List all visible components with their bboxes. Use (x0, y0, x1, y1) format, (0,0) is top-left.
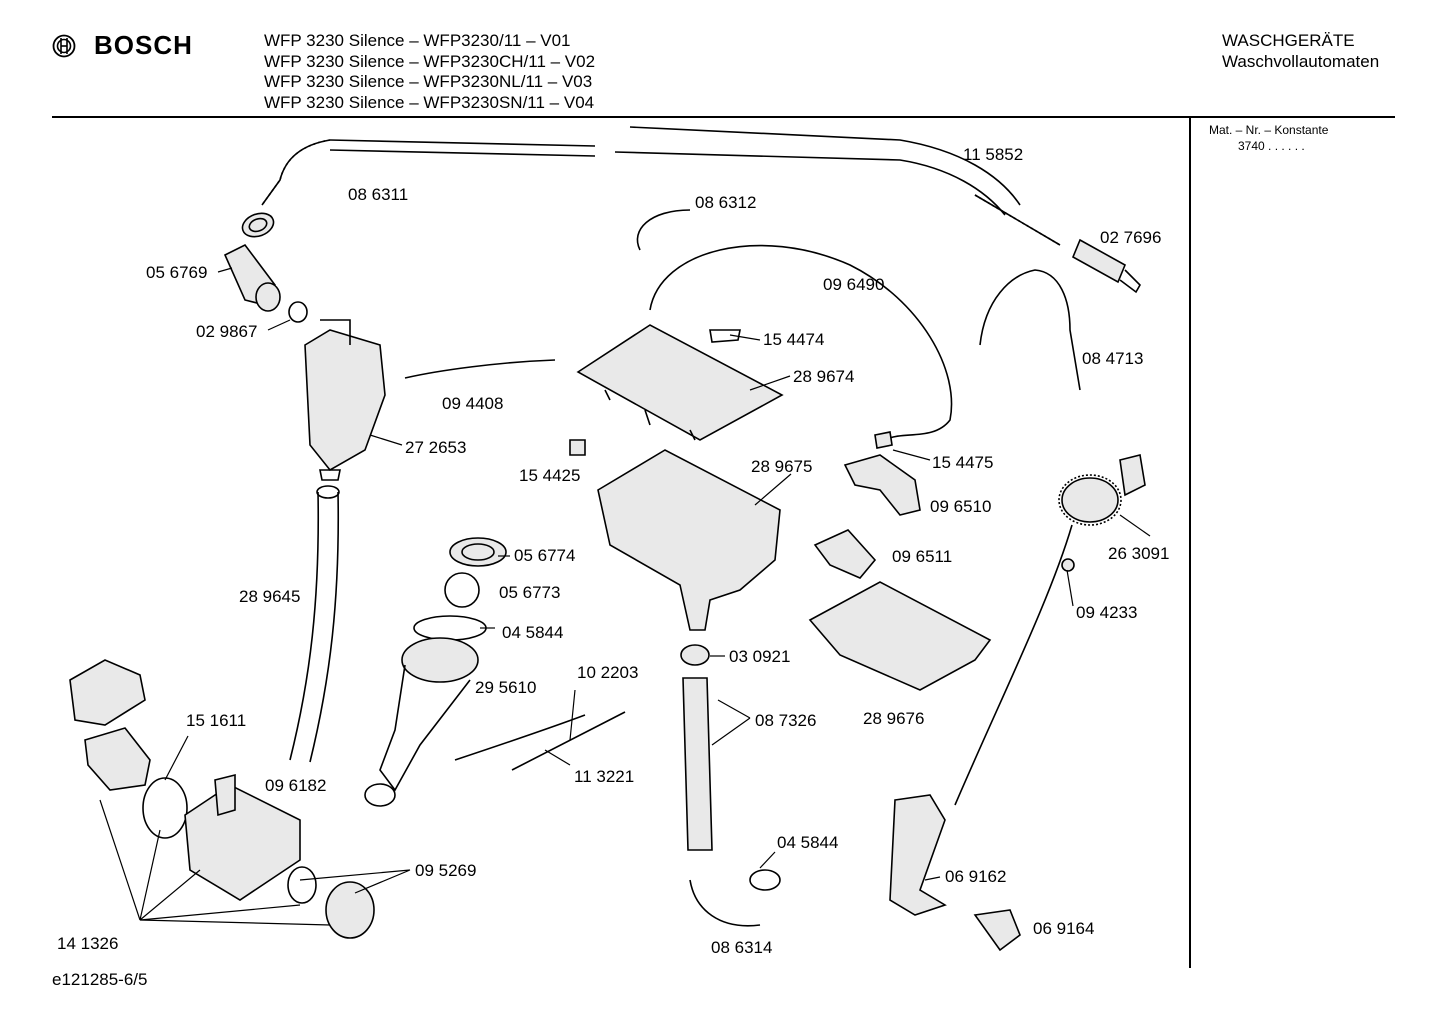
part-number-label: 05 6773 (499, 583, 560, 602)
part-number-label: 09 5269 (415, 861, 476, 880)
part-number-label: 29 5610 (475, 678, 536, 697)
part-number-label: 11 3221 (574, 767, 634, 786)
part-number-label: 14 1326 (57, 934, 118, 953)
cap-drawing (680, 644, 710, 666)
ball-drawing (444, 572, 480, 608)
part-number-label: 09 6182 (265, 776, 326, 795)
inlet-hose-drawing (241, 139, 331, 238)
hose-bracket-drawing (979, 269, 1081, 391)
part-number-label: 08 4713 (1082, 349, 1143, 368)
part-number-label: 08 6311 (348, 185, 408, 204)
material-label: Mat. – Nr. – Konstante (1209, 123, 1329, 137)
model-line: WFP 3230 Silence – WFP3230/11 – V01 (264, 31, 571, 50)
dispenser-housing-drawing (597, 449, 781, 631)
part-number-label: 04 5844 (777, 833, 838, 852)
bellows-drawing (364, 637, 479, 807)
part-number-label: 28 9645 (239, 587, 300, 606)
part-number-label: 08 7326 (755, 711, 816, 730)
part-number-label: 04 5844 (502, 623, 563, 642)
part-labels: 08 6311 11 5852 08 6312 02 7696 05 6769 09 64… (57, 145, 1169, 957)
pump-inlet-drawing (214, 773, 236, 817)
pump-cover-drawing (69, 659, 146, 726)
part-number-label: 08 6312 (695, 193, 756, 212)
gasket-drawing (449, 537, 507, 567)
category-subtitle: Waschvollautomaten (1222, 51, 1380, 71)
pressure-tube-drawing (954, 524, 1073, 806)
part-number-label: 09 6511 (892, 547, 952, 566)
dispenser-drawer-drawing (808, 581, 992, 691)
part-number-label: 08 6314 (711, 938, 772, 957)
drain-elbow-drawing (689, 879, 761, 927)
part-number-label: 02 7696 (1100, 228, 1161, 247)
hose-clamp-drawing (749, 869, 781, 891)
clamp-ring-drawing (413, 615, 487, 641)
part-number-label: 27 2653 (405, 438, 466, 457)
part-number-label: 28 9676 (863, 709, 924, 728)
brand-name: BOSCH (94, 30, 193, 60)
model-line: WFP 3230 Silence – WFP3230SN/11 – V04 (264, 92, 595, 112)
small-ring-drawing (287, 866, 317, 904)
part-number-label: 15 4474 (763, 330, 824, 349)
bosch-logo-icon (52, 34, 76, 57)
brand-block: BOSCH (52, 30, 193, 61)
switch-drawing (813, 529, 877, 579)
part-number-label: 28 9674 (793, 367, 854, 386)
bracket-drawing (843, 454, 921, 516)
part-number-label: 15 4425 (519, 466, 580, 485)
part-number-label: 02 9867 (196, 322, 257, 341)
tank-drawing (304, 319, 386, 481)
part-number-label: 15 1611 (186, 711, 246, 730)
part-number-label: 09 4408 (442, 394, 503, 413)
seal-ring-drawing (1061, 558, 1075, 572)
clip-bracket-drawing (889, 794, 947, 916)
model-line: WFP 3230 Silence – WFP3230NL/11 – V03 (264, 72, 593, 92)
rod-drawing (511, 711, 626, 771)
part-number-label: 11 5852 (963, 145, 1023, 164)
o-ring-drawing (142, 777, 188, 839)
part-number-label: 09 6490 (823, 275, 884, 294)
rubber-hose-drawing (454, 714, 586, 761)
long-hose-drawing (329, 126, 1061, 246)
category-title: WASCHGERÄTE (1222, 31, 1355, 50)
vertical-pipe-drawing (682, 677, 713, 851)
model-line: WFP 3230 Silence – WFP3230CH/11 – V02 (264, 51, 596, 71)
part-number-label: 03 0921 (729, 647, 790, 666)
material-constant: Mat. – Nr. – Konstante 3740 . . . . . . (1209, 123, 1328, 154)
dispenser-lid-drawing (576, 324, 784, 441)
part-number-label: 10 2203 (577, 663, 638, 682)
small-hose-drawing (404, 359, 556, 379)
part-number-label: 09 4233 (1076, 603, 1137, 622)
drain-hose-drawing (289, 485, 340, 763)
document-id: e121285-6/5 (52, 970, 148, 989)
wire-hose-drawing (649, 244, 953, 439)
part-number-label: 28 9675 (751, 457, 812, 476)
part-number-label: 06 9162 (945, 867, 1006, 886)
pump-motor-drawing (84, 727, 151, 791)
part-number-label: 09 6510 (930, 497, 991, 516)
pump-housing-drawing (184, 784, 301, 901)
connector-sleeve-drawing (1071, 238, 1141, 294)
part-number-label: 26 3091 (1108, 544, 1169, 563)
latch-drawing (973, 909, 1021, 952)
filter-drawing (325, 881, 375, 939)
pressure-switch-drawing (1058, 454, 1146, 526)
leader-lines (99, 267, 1151, 926)
part-number-label: 15 4475 (932, 453, 993, 472)
gasket-inner-drawing (461, 543, 495, 561)
elbow-drawing (223, 243, 308, 323)
category-block: WASCHGERÄTE Waschvollautomaten (1222, 31, 1379, 72)
material-value: 3740 . . . . . . (1238, 138, 1305, 153)
model-list: WFP 3230 Silence – WFP3230/11 – V01 WFP … (264, 31, 595, 113)
part-number-label: 06 9164 (1033, 919, 1094, 938)
small-corrugated-hose-drawing (636, 209, 691, 251)
plug-drawing (569, 439, 586, 456)
part-number-label: 05 6769 (146, 263, 207, 282)
part-number-label: 05 6774 (514, 546, 575, 565)
valve-connector-drawing (874, 431, 893, 449)
